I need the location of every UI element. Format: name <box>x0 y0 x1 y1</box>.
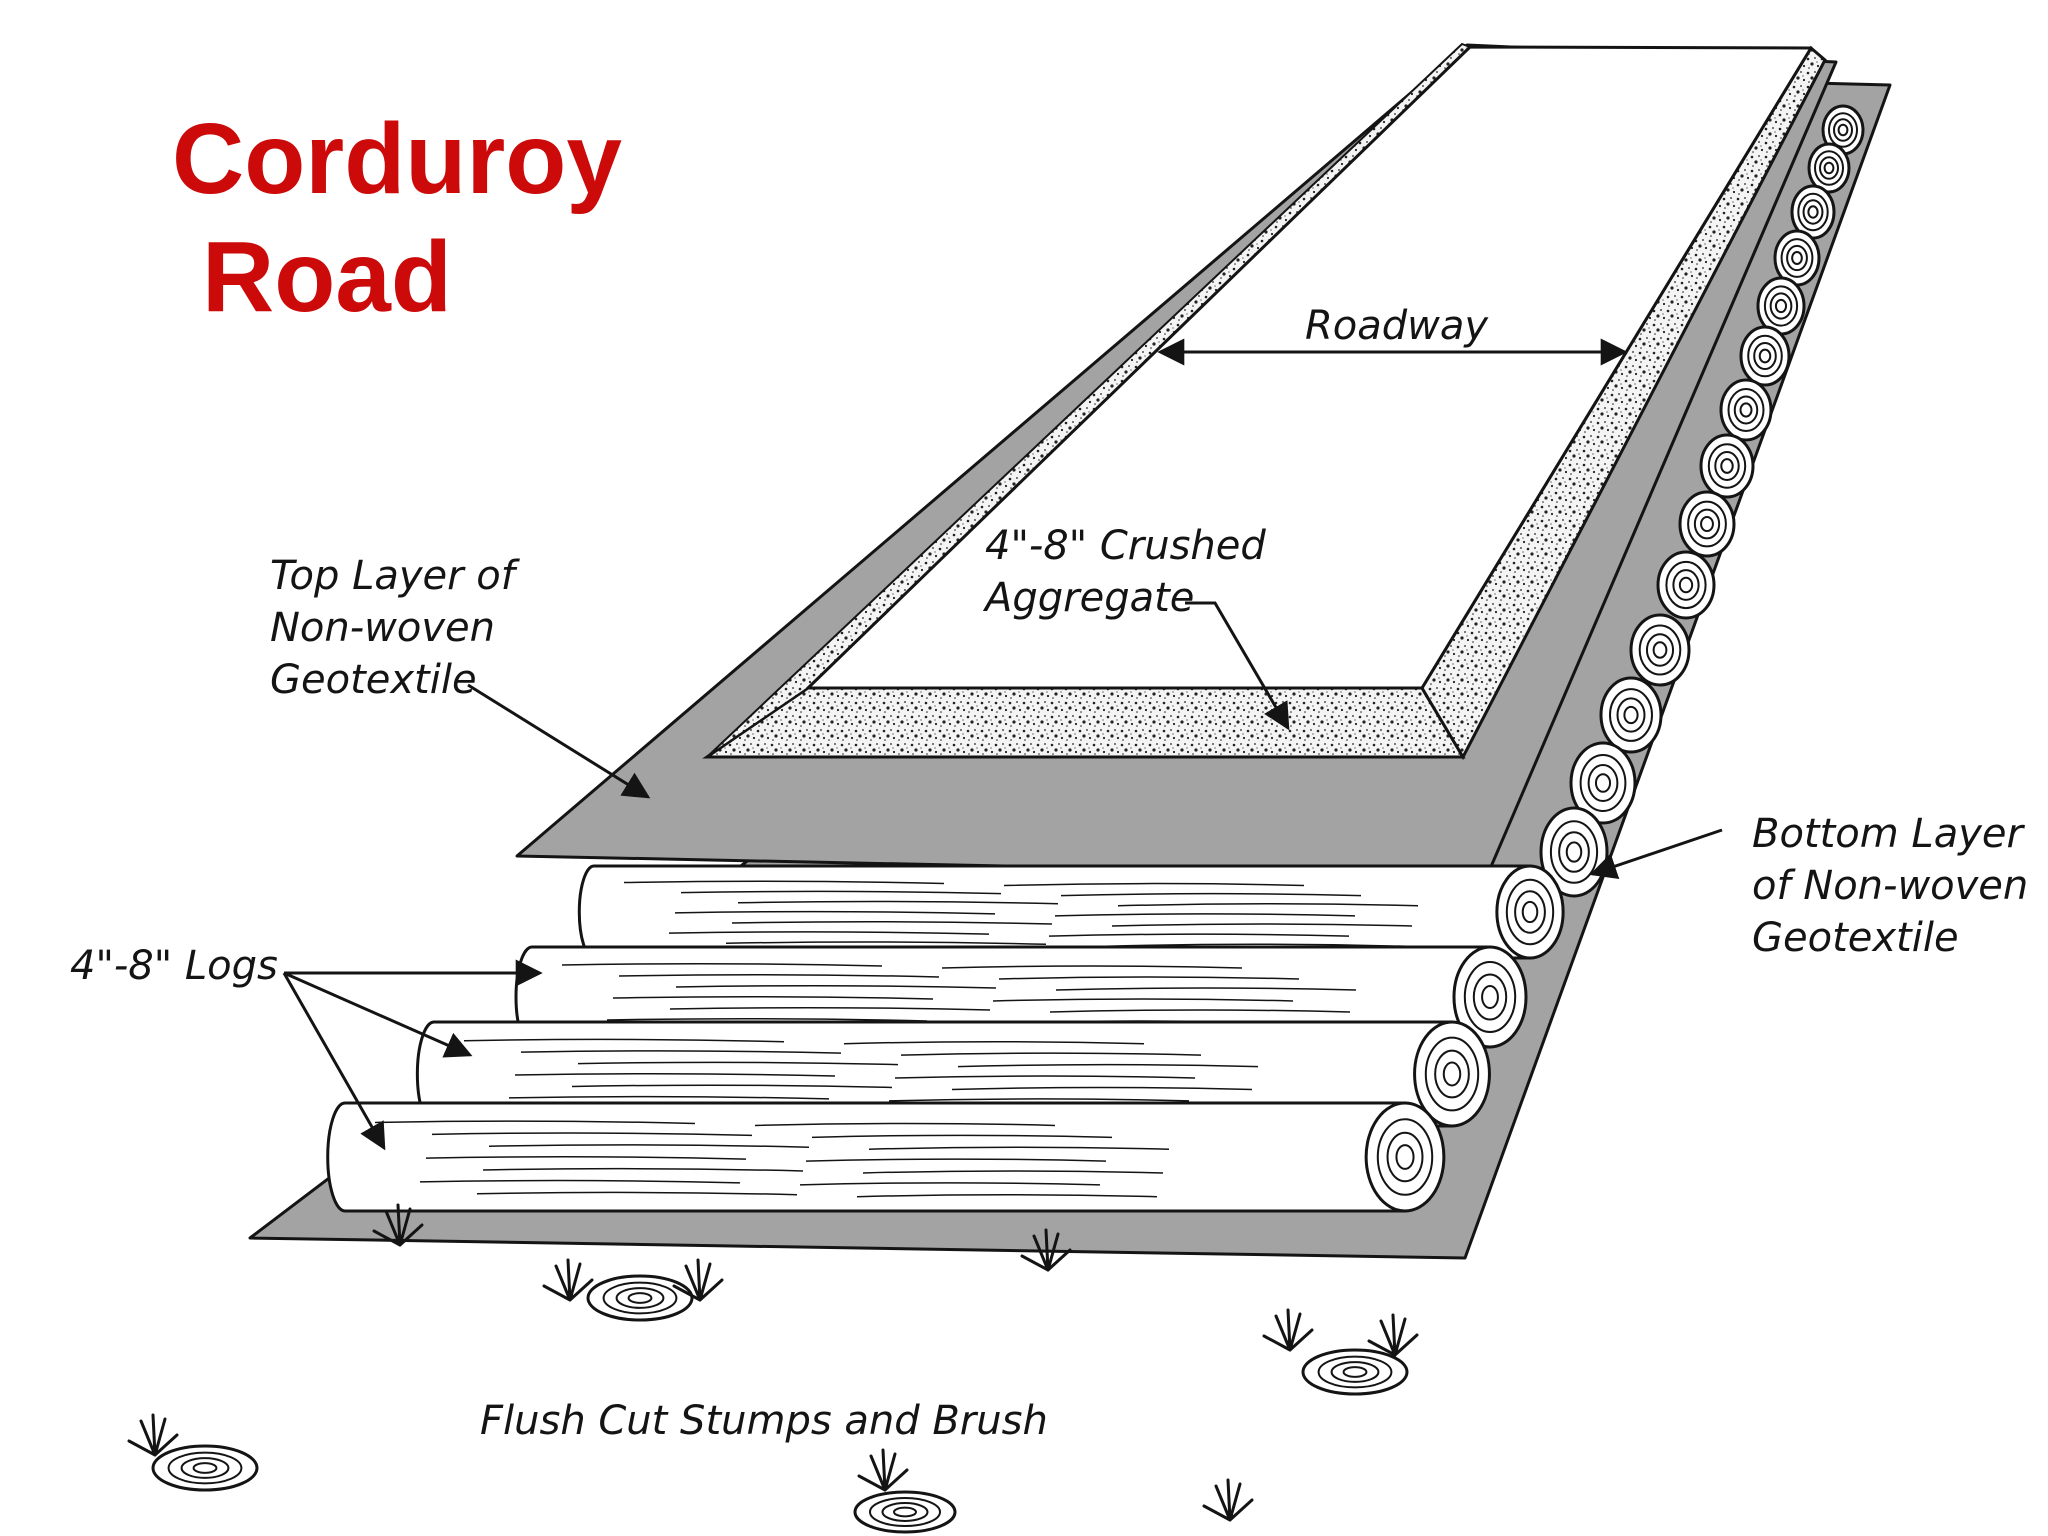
aggregate-leader-arrow <box>1185 601 1290 731</box>
brush-tuft <box>1020 1228 1072 1272</box>
log-end <box>1699 433 1755 499</box>
title-line-1: Corduroy <box>172 103 622 215</box>
brush-tuft <box>1367 1313 1419 1357</box>
stump <box>586 1274 694 1322</box>
aggregate-label: 4"-8" Crushed Aggregate <box>985 523 1266 621</box>
log-end <box>1719 378 1773 442</box>
stump <box>1301 1348 1409 1396</box>
diagram-title: Corduroy Road <box>172 100 622 336</box>
roadway-surface <box>806 45 1813 690</box>
annotation-arrows <box>282 338 1723 1151</box>
ground-label: Flush Cut Stumps and Brush <box>480 1398 1048 1444</box>
log-end <box>1790 184 1836 240</box>
brush-tuft <box>1262 1308 1314 1352</box>
front-logs <box>326 864 1565 1213</box>
log <box>326 1101 1446 1213</box>
brush-tuft <box>1202 1478 1254 1522</box>
ground-brush <box>127 1203 1419 1522</box>
log <box>415 1020 1491 1128</box>
roadway-label: Roadway <box>1305 303 1489 349</box>
log <box>577 864 1565 960</box>
logs-label: 4"-8" Logs <box>70 943 278 989</box>
log-end <box>1364 1101 1446 1213</box>
brush-tuft <box>372 1203 424 1247</box>
log-end <box>1569 741 1637 825</box>
log-end <box>1807 142 1851 194</box>
log-end <box>1656 550 1716 620</box>
top-geotextile-label: Top Layer of Non-woven Geotextile <box>270 553 515 703</box>
log-end <box>1452 945 1528 1049</box>
bottom-geotextile-label: Bottom Layer of Non-woven Geotextile <box>1752 811 2029 961</box>
brush-tuft <box>857 1448 909 1492</box>
bottom-geotextile-arrow <box>1589 828 1723 879</box>
log-end <box>1495 864 1565 960</box>
title-line-2: Road <box>202 221 452 333</box>
stump <box>853 1490 957 1534</box>
stump <box>151 1444 259 1492</box>
log-end <box>1599 676 1663 754</box>
log-end <box>1413 1020 1491 1128</box>
log-end <box>1629 613 1691 687</box>
brush-tuft <box>672 1258 724 1302</box>
log-end <box>1678 490 1736 558</box>
brush-tuft <box>127 1413 179 1457</box>
top-geotextile-arrow <box>467 683 651 799</box>
logs-arrow-3 <box>282 972 386 1151</box>
brush-tuft <box>542 1258 594 1302</box>
ground-stumps <box>151 1274 1409 1534</box>
aggregate-front-face <box>702 686 1466 759</box>
logs-arrow-2 <box>283 971 473 1058</box>
log-end <box>1739 325 1791 387</box>
